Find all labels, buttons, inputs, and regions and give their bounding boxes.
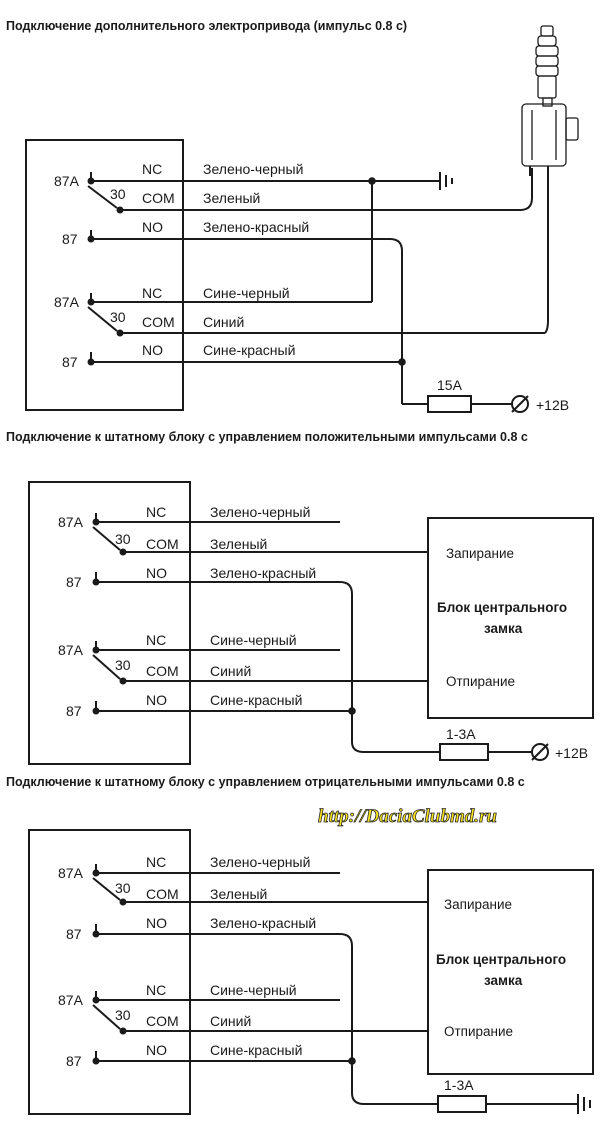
wire-blue-red: Сине-красный bbox=[210, 1042, 302, 1058]
wire-green-black: Зелено-черный bbox=[203, 161, 303, 177]
pin-30: 30 bbox=[115, 531, 131, 547]
power-label: +12В bbox=[555, 745, 588, 761]
wire-blue-red: Сине-красный bbox=[210, 692, 302, 708]
block-title-line2: замка bbox=[484, 621, 523, 636]
wire-blue: Синий bbox=[210, 1013, 251, 1029]
block-lock-label: Запирание bbox=[444, 897, 512, 912]
fuse-1-3a bbox=[439, 743, 489, 761]
wire-green-red: Зелено-красный bbox=[210, 915, 316, 931]
relay2-upper: 87A 30 87 NC COM NO Зелено-черный Зелены… bbox=[58, 504, 428, 590]
label-com: COM bbox=[146, 886, 179, 902]
label-no: NO bbox=[146, 1042, 167, 1058]
label-no: NO bbox=[146, 915, 167, 931]
label-no: NO bbox=[142, 219, 163, 235]
section1-wiring: 15A +12В bbox=[368, 168, 569, 413]
block-lock-label: Запирание bbox=[446, 546, 514, 561]
pin-87: 87 bbox=[66, 926, 82, 942]
pin-87a: 87A bbox=[58, 992, 84, 1008]
fuse-label: 1-3A bbox=[446, 726, 476, 742]
label-no: NO bbox=[142, 342, 163, 358]
power-terminal bbox=[511, 395, 529, 413]
pin-30: 30 bbox=[110, 186, 126, 202]
watermark: http://DaciaClubmd.ru bbox=[318, 806, 497, 827]
block-title-line1: Блок центрального bbox=[436, 952, 566, 967]
block-unlock-label: Отпирание bbox=[446, 674, 515, 689]
pin-30: 30 bbox=[115, 657, 131, 673]
wire-green-black: Зелено-черный bbox=[210, 504, 310, 520]
label-nc: NC bbox=[146, 632, 166, 648]
section3-title: Подключение к штатному блоку с управлени… bbox=[6, 775, 525, 789]
wire-green: Зеленый bbox=[210, 536, 267, 552]
pin-87: 87 bbox=[66, 703, 82, 719]
wire-green-red: Зелено-красный bbox=[203, 219, 309, 235]
actuator-icon bbox=[521, 25, 579, 176]
pin-30: 30 bbox=[115, 1007, 131, 1023]
label-nc: NC bbox=[142, 285, 162, 301]
pin-87a: 87A bbox=[58, 514, 84, 530]
label-com: COM bbox=[142, 314, 175, 330]
wire-blue: Синий bbox=[203, 314, 244, 330]
pin-87: 87 bbox=[66, 1053, 82, 1069]
block-title-line1: Блок центрального bbox=[437, 600, 567, 615]
wire-blue-black: Сине-черный bbox=[210, 982, 297, 998]
pin-30: 30 bbox=[110, 309, 126, 325]
label-no: NO bbox=[146, 692, 167, 708]
relay1-lower: 87A 30 87 NC COM NO Сине-черный Синий Си… bbox=[54, 285, 545, 370]
label-com: COM bbox=[146, 663, 179, 679]
power-label: +12В bbox=[536, 397, 569, 413]
central-lock-block bbox=[427, 517, 594, 719]
label-com: COM bbox=[146, 1013, 179, 1029]
section2-wiring: 1-3A +12В bbox=[339, 581, 588, 761]
label-com: COM bbox=[146, 536, 179, 552]
relay-box-2 bbox=[28, 481, 191, 765]
label-com: COM bbox=[142, 190, 175, 206]
wire-blue-red: Сине-красный bbox=[203, 342, 295, 358]
pin-87a: 87A bbox=[54, 294, 80, 310]
wire-green-red: Зелено-красный bbox=[210, 565, 316, 581]
label-no: NO bbox=[146, 565, 167, 581]
block-title-line2: замка bbox=[484, 973, 523, 988]
ground-icon bbox=[577, 1094, 591, 1114]
ground-icon bbox=[439, 172, 453, 190]
section2-title: Подключение к штатному блоку с управлени… bbox=[6, 430, 528, 444]
relay3-lower: 87A 30 87 NC COM NO Сине-черный Синий Си… bbox=[58, 982, 428, 1069]
pin-87a: 87A bbox=[54, 173, 80, 189]
wire-green: Зеленый bbox=[210, 886, 267, 902]
section3-wiring: 1-3A bbox=[339, 933, 578, 1113]
fuse-15a bbox=[427, 395, 472, 413]
label-nc: NC bbox=[146, 854, 166, 870]
label-nc: NC bbox=[146, 504, 166, 520]
pin-87: 87 bbox=[66, 574, 82, 590]
relay3-upper: 87A 30 87 NC COM NO Зелено-черный Зелены… bbox=[58, 854, 428, 942]
relay2-lower: 87A 30 87 NC COM NO Сине-черный Синий Си… bbox=[58, 632, 428, 719]
wire-green-black: Зелено-черный bbox=[210, 854, 310, 870]
wire-blue: Синий bbox=[210, 663, 251, 679]
pin-30: 30 bbox=[115, 880, 131, 896]
pin-87: 87 bbox=[62, 231, 78, 247]
pin-87: 87 bbox=[62, 354, 78, 370]
label-nc: NC bbox=[146, 982, 166, 998]
pin-87a: 87A bbox=[58, 865, 84, 881]
relay-box-1 bbox=[25, 139, 184, 411]
fuse-1-3a bbox=[437, 1095, 487, 1113]
label-nc: NC bbox=[142, 161, 162, 177]
central-lock-block bbox=[427, 869, 594, 1075]
relay1-upper: 87A 30 87 NC COM NO Зелено-черный Зелены… bbox=[54, 161, 520, 247]
wire-blue-black: Сине-черный bbox=[210, 632, 297, 648]
pin-87a: 87A bbox=[58, 642, 84, 658]
fuse-label: 15A bbox=[437, 377, 463, 393]
section1-title: Подключение дополнительного электроприво… bbox=[6, 19, 407, 33]
wire-blue-black: Сине-черный bbox=[203, 285, 290, 301]
fuse-label: 1-3A bbox=[444, 1077, 474, 1093]
relay-box-3 bbox=[28, 829, 191, 1115]
power-terminal bbox=[531, 743, 549, 761]
wire-green: Зеленый bbox=[203, 190, 260, 206]
block-unlock-label: Отпирание bbox=[444, 1024, 513, 1039]
